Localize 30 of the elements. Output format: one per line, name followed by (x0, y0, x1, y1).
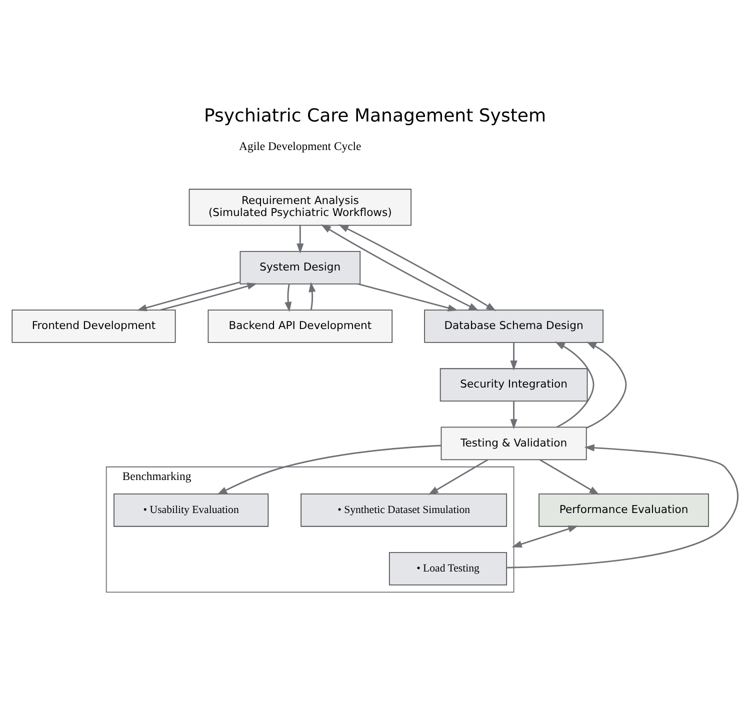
label: Agile Development Cycle (239, 139, 362, 152)
arrow (338, 224, 496, 311)
node-box: Security Integration (440, 368, 588, 402)
arrow (428, 458, 488, 494)
node-box: Backend API Development (208, 309, 393, 342)
arrow (554, 341, 594, 428)
node-box: Testing & Validation (440, 426, 587, 460)
node-box: System Design (240, 250, 361, 284)
node-box: • Usability Evaluation (114, 492, 269, 526)
arrow (296, 224, 304, 254)
arrow (308, 281, 316, 310)
node-box: • Load Testing (388, 552, 508, 585)
node-box: Frontend Development (12, 309, 176, 342)
arrow (512, 524, 578, 548)
arrow (136, 280, 240, 311)
node-box: • Synthetic Dataset Simulation (300, 492, 508, 526)
arrow (510, 400, 518, 429)
arrow (284, 283, 292, 312)
arrow (320, 224, 479, 310)
arrow (358, 282, 458, 311)
arrow (510, 342, 518, 370)
arrow (539, 458, 600, 494)
node-box: Requirement Analysis (Simulated Psychiatric Workflows) (188, 188, 412, 226)
diagram-title: Psychiatric Care Management System (204, 105, 546, 126)
arrow (586, 341, 627, 428)
node-box: Database Schema Design (424, 309, 604, 342)
node-box: Performance Evaluation (538, 492, 709, 526)
arrow (506, 444, 738, 568)
arrow (216, 444, 442, 494)
arrow (160, 282, 258, 310)
